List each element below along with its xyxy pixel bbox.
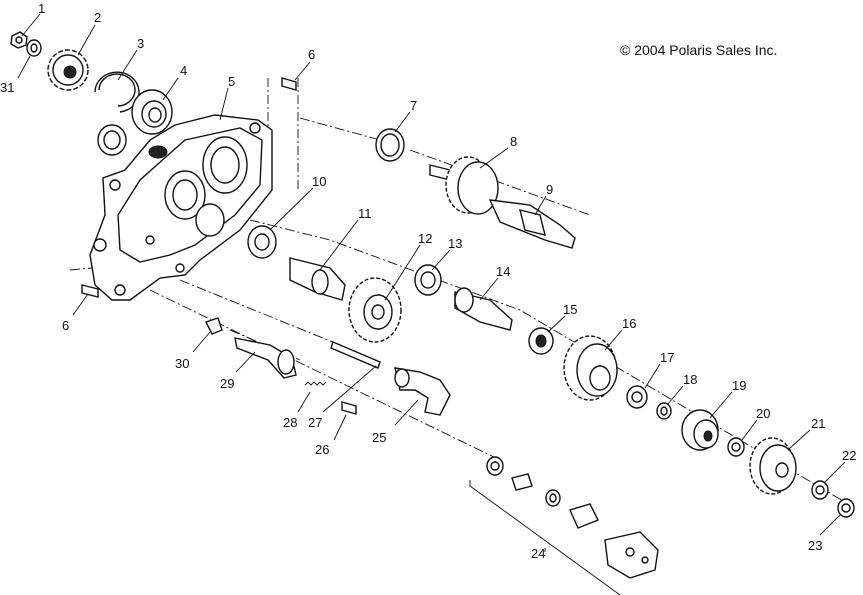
part-10-seal	[247, 225, 277, 259]
callout-12: 12	[418, 231, 432, 246]
part-20-washer	[727, 437, 745, 457]
part-19-hub	[681, 409, 719, 451]
callout-6-upper: 6	[308, 47, 315, 62]
part-21-gear	[749, 437, 797, 495]
part-8-gear	[429, 156, 499, 215]
seal-ring	[97, 124, 127, 156]
callout-17: 17	[660, 350, 674, 365]
callout-14: 14	[496, 264, 510, 279]
callout-25: 25	[372, 430, 386, 445]
callout-23: 23	[808, 538, 822, 553]
callout-27: 27	[308, 415, 322, 430]
part-6-dowel-lower	[81, 284, 99, 298]
callout-9: 9	[546, 182, 553, 197]
callout-11: 11	[358, 206, 372, 221]
part-25-shift-fork	[394, 367, 451, 416]
part-31-washer	[26, 39, 42, 57]
callout-5: 5	[228, 74, 235, 89]
part-13-bearing	[414, 264, 442, 296]
part-24-bracket-line	[469, 480, 621, 595]
callout-15: 15	[563, 302, 577, 317]
callout-2: 2	[94, 10, 101, 25]
part-12-gear	[348, 277, 402, 343]
callout-7: 7	[410, 98, 417, 113]
part-15-bearing	[528, 327, 554, 355]
part-28-spring	[304, 381, 327, 386]
callout-16: 16	[622, 316, 636, 331]
callout-labels: 1 2 3 4 5 6 7 8 9 10 11 12 13 14 15 16 1…	[0, 1, 856, 561]
callout-18: 18	[683, 372, 697, 387]
callout-28: 28	[283, 415, 297, 430]
part-6-dowel-upper	[281, 77, 297, 91]
callout-19: 19	[732, 378, 746, 393]
part-27-rod	[330, 341, 381, 369]
callout-31: 31	[0, 80, 14, 95]
callout-1: 1	[38, 1, 45, 16]
callout-24: 24	[531, 546, 545, 561]
callout-26: 26	[315, 442, 329, 457]
callout-29: 29	[220, 376, 234, 391]
part-4-bearing	[131, 89, 173, 135]
part-7-bearing	[375, 128, 405, 162]
part-16-gear	[563, 335, 618, 401]
part-18-clip	[656, 402, 672, 420]
part-9-shaft	[488, 199, 576, 249]
part-1-nut	[10, 31, 28, 49]
callout-4: 4	[180, 63, 187, 78]
part-23-washer	[837, 498, 855, 518]
callout-30: 30	[175, 356, 189, 371]
callout-21: 21	[811, 416, 825, 431]
callout-3: 3	[137, 36, 144, 51]
callout-10: 10	[312, 174, 326, 189]
copyright-notice: © 2004 Polaris Sales Inc.	[620, 42, 778, 58]
part-2-sprocket	[47, 49, 89, 91]
callout-13: 13	[448, 236, 462, 251]
part-11-shaft	[289, 257, 346, 301]
part-24-shift-assembly	[486, 456, 659, 579]
callout-22: 22	[842, 448, 856, 463]
part-14-shaft	[454, 287, 513, 331]
callout-6-lower: 6	[62, 318, 69, 333]
part-5-housing	[89, 114, 273, 301]
part-26-pin	[341, 401, 357, 415]
callout-8: 8	[510, 134, 517, 149]
leader-lines	[17, 13, 846, 536]
callout-20: 20	[756, 406, 770, 421]
part-17-washer	[626, 385, 648, 409]
part-30-clip	[205, 317, 223, 335]
part-22-washer	[811, 480, 829, 500]
part-29-shift-shaft	[234, 337, 297, 379]
